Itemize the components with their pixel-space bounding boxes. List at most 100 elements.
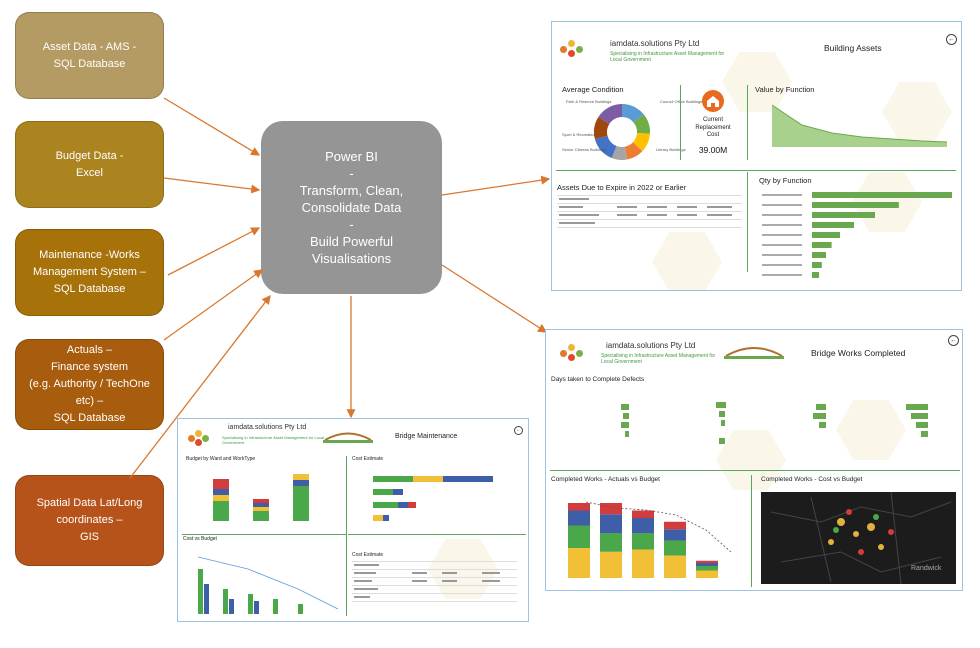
- source-line: Excel: [76, 166, 103, 179]
- company-tagline: Specialising in Infrastructure Asset Man…: [610, 51, 725, 63]
- expire-table: [557, 195, 742, 228]
- stacked-segment: [696, 563, 718, 566]
- crc-value: 39.00M: [698, 145, 728, 155]
- source-line: Actuals –: [66, 344, 113, 356]
- cost-estimate-table: [352, 561, 517, 602]
- crc-label: Current Replacement Cost: [695, 117, 731, 138]
- company-tagline: Specialising in Infrastructure Asset Man…: [601, 353, 716, 365]
- bridge-icon: [724, 347, 784, 359]
- donut-slice: [633, 114, 650, 134]
- hub-line: Visualisations: [311, 251, 392, 266]
- qty-bar-label: [762, 194, 802, 196]
- company-logo: [188, 427, 210, 446]
- source-line: coordinates –: [56, 514, 123, 526]
- cost-vs-budget-chart: [197, 556, 339, 614]
- source-line: SQL Database: [53, 283, 126, 295]
- hub-line: Power BI: [325, 149, 378, 164]
- donut-slice: [624, 142, 643, 160]
- stacked-segment: [632, 510, 654, 518]
- donut-slice: [594, 116, 610, 139]
- stacked-segment: [600, 551, 622, 578]
- source-line: Asset Data - AMS -: [42, 40, 137, 53]
- stacked-segment: [664, 540, 686, 556]
- stacked-segment: [632, 549, 654, 578]
- source-actuals-finance: Actuals – Finance system (e.g. Authority /…: [15, 339, 164, 430]
- source-line: GIS: [80, 531, 99, 543]
- bridge-icon: [323, 432, 373, 443]
- stacked-segment: [664, 521, 686, 530]
- qty-bar: [812, 262, 822, 268]
- company-tagline: Specialising in Infrastructure Asset Man…: [222, 435, 325, 445]
- company-logo: [560, 36, 586, 58]
- budget-ward-title: Budget by Ward and WorkType: [186, 456, 256, 462]
- stacked-segment: [696, 560, 718, 563]
- cost-estimate-title: Cost Estimate: [352, 456, 384, 462]
- stacked-segment: [568, 525, 590, 548]
- qty-bar-label: [762, 234, 802, 236]
- qty-bar-label: [762, 244, 802, 246]
- dashboard-title: Bridge Works Completed: [811, 348, 906, 358]
- stacked-segment: [632, 518, 654, 533]
- stacked-segment: [568, 548, 590, 578]
- source-line: Management System –: [32, 266, 147, 278]
- back-icon[interactable]: ←: [946, 34, 957, 45]
- qty-bar-label: [762, 204, 802, 206]
- qty-bar: [812, 212, 875, 218]
- back-icon[interactable]: ←: [948, 335, 959, 346]
- avg-condition-title: Average Condition: [562, 85, 624, 94]
- source-line: Maintenance -Works: [39, 249, 140, 261]
- source-asset-data: Asset Data - AMS - SQL Database: [15, 12, 164, 99]
- qty-bar-label: [762, 274, 802, 276]
- value-by-function-title: Value by Function: [755, 85, 815, 94]
- flow-arrow: [441, 264, 548, 333]
- actuals-vs-budget-chart: [568, 501, 732, 578]
- map-visual: Randwick: [761, 492, 956, 584]
- stacked-segment: [696, 566, 718, 571]
- source-line: etc) –: [75, 395, 104, 407]
- source-line: (e.g. Authority / TechOne: [29, 378, 150, 390]
- dashboard-bridge-maintenance: iamdata.solutions Pty Ltd Specialising i…: [177, 418, 529, 622]
- source-line: SQL Database: [53, 412, 126, 424]
- power-bi-hub: Power BI-Transform, Clean,Consolidate Da…: [261, 121, 442, 294]
- stacked-segment: [600, 514, 622, 533]
- source-budget-data: Budget Data - Excel: [15, 121, 164, 208]
- source-line: SQL Database: [53, 57, 126, 70]
- expire-title: Assets Due to Expire in 2022 or Earlier: [557, 183, 687, 192]
- defects-title: Days taken to Complete Defects: [551, 376, 645, 383]
- qty-bar: [812, 272, 819, 278]
- company-name: iamdata.solutions Pty Ltd: [228, 424, 307, 431]
- value-by-function-area-chart: [771, 104, 948, 147]
- qty-bar-label: [762, 264, 802, 266]
- donut-slice: [594, 135, 617, 159]
- qty-bar-label: [762, 214, 802, 216]
- qty-bar: [812, 202, 899, 208]
- donut-slice: [611, 145, 628, 160]
- hub-line: -: [349, 217, 354, 232]
- flow-arrow: [129, 294, 271, 479]
- cost-vs-budget-title: Completed Works - Cost vs Budget: [761, 476, 863, 483]
- source-line: Budget Data -: [55, 149, 124, 162]
- hub-line: Build Powerful: [309, 234, 394, 249]
- stacked-segment: [632, 533, 654, 550]
- dashboard-building-assets: iamdata.solutions Pty Ltd Specialising i…: [551, 21, 962, 291]
- budget-ward-chart: [213, 474, 309, 521]
- hub-line: Consolidate Data: [301, 200, 402, 215]
- cost-estimate-table-title: Cost Estimate: [352, 552, 384, 558]
- back-icon[interactable]: ←: [514, 426, 523, 435]
- cost-vs-budget-title: Cost vs Budget: [183, 536, 217, 542]
- dashboard-bridge-works: iamdata.solutions Pty Ltd Specialising i…: [545, 329, 963, 591]
- defects-small-multiples: [621, 402, 928, 444]
- stacked-segment: [568, 510, 590, 526]
- company-logo: [560, 340, 586, 362]
- stacked-segment: [600, 533, 622, 552]
- flow-arrow: [167, 227, 261, 276]
- qty-bar: [812, 232, 840, 238]
- donut-slice: [598, 104, 622, 124]
- flow-arrow: [163, 269, 264, 341]
- source-line: Finance system: [50, 361, 129, 373]
- qty-by-function-bar-chart: [762, 192, 952, 278]
- qty-bar-label: [762, 254, 802, 256]
